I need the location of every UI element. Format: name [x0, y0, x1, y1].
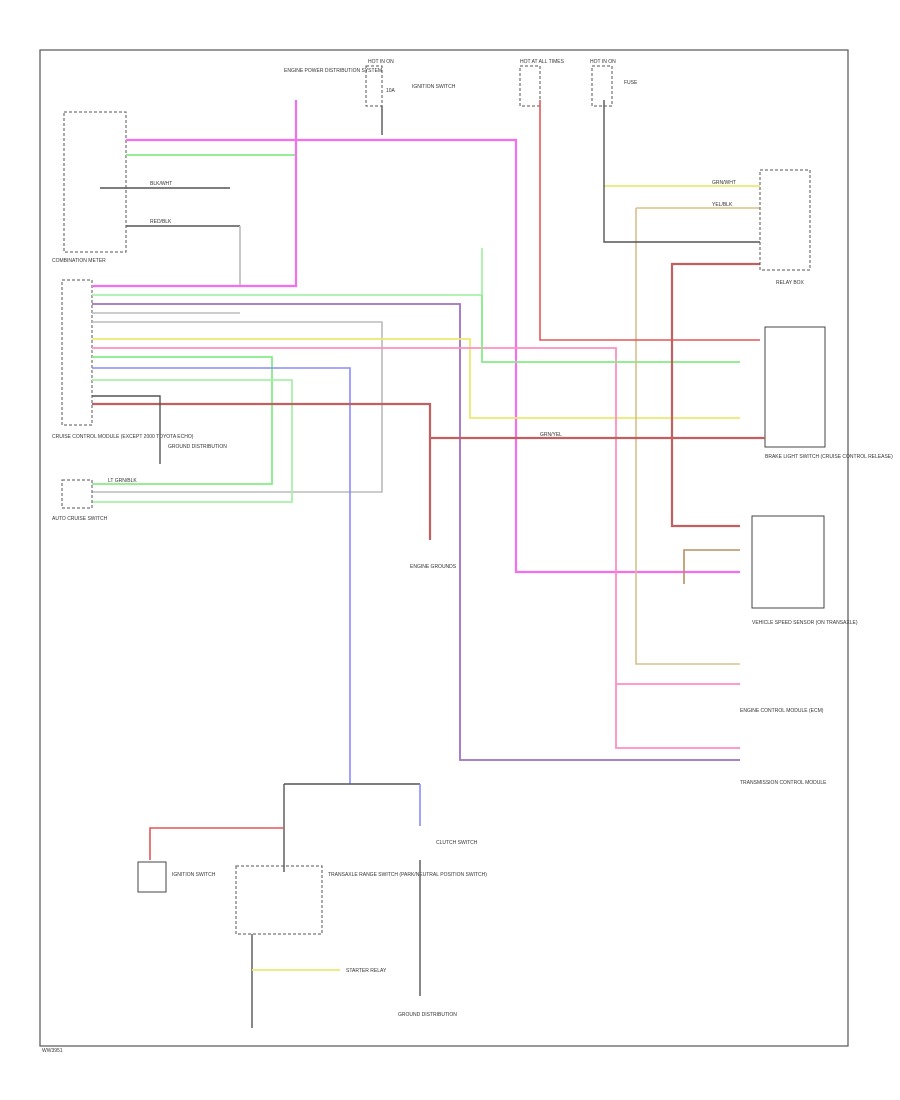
wire-label-yel-blk: YEL/BLK — [712, 202, 733, 208]
wire-label-grn-yel: GRN/YEL — [540, 432, 562, 438]
brake-light-switch — [764, 326, 826, 448]
label-clutch-switch: CLUTCH SWITCH — [436, 840, 478, 846]
label-fuse-15a: FUSE — [624, 80, 638, 86]
transaxle-range-switch — [235, 865, 323, 935]
footer-code: WW3951 — [42, 1048, 63, 1054]
wire-label-grn-wht: GRN/WHT — [712, 180, 736, 186]
ignition-switch-box — [137, 861, 167, 893]
wire-pink-top — [126, 138, 740, 574]
wire-label-red-blk: RED/BLK — [150, 219, 172, 225]
wire-green2-mod — [92, 356, 273, 485]
label-ground-distribution: GROUND DISTRIBUTION — [398, 1012, 457, 1018]
fuse-box-hot-in-on-1 — [365, 65, 383, 107]
wire-red-relay — [670, 262, 760, 528]
wire-violet-mod — [92, 303, 740, 761]
label-ignition-switch: IGNITION SWITCH — [172, 872, 216, 878]
wire-black-relay — [603, 100, 760, 243]
stop-relay — [759, 169, 811, 271]
wire-gray-2 — [92, 321, 383, 493]
label-relay-box: RELAY BOX — [776, 280, 805, 286]
label-tcm: TRANSMISSION CONTROL MODULE — [740, 780, 827, 786]
label-auto-cruise-switch: AUTO CRUISE SWITCH — [52, 516, 108, 522]
wire-green-mod — [92, 248, 483, 296]
wire-green-riser — [481, 295, 740, 363]
wire-red-ignition — [149, 827, 284, 860]
label-starter-relay: STARTER RELAY — [346, 968, 387, 974]
label-vehicle-speed-sensor: VEHICLE SPEED SENSOR (ON TRANSAXLE) — [752, 620, 858, 626]
label-engine-power: ENGINE POWER DISTRIBUTION SYSTEM — [284, 68, 382, 74]
wire-green3-mod — [92, 379, 293, 503]
combination-meter — [63, 111, 127, 253]
label-ecm: ENGINE CONTROL MODULE (ECM) — [740, 708, 824, 714]
cruise-control-module — [61, 279, 93, 426]
wire-black-ground — [92, 395, 161, 464]
label-hot-in-on-2: HOT IN ON — [590, 59, 616, 65]
label-hot-in-on-1: HOT IN ON — [368, 59, 394, 65]
label-ignition-fuse: IGNITION SWITCH — [412, 84, 456, 90]
label-hot-at-all-times: HOT AT ALL TIMES — [520, 59, 565, 65]
wire-brn-vss — [683, 549, 740, 584]
label-transaxle-range-switch: TRANSAXLE RANGE SWITCH (PARK/NEUTRAL POS… — [328, 872, 487, 878]
fuse-box-hot-at-all-times — [519, 65, 541, 107]
auto-cruise-switch — [61, 479, 93, 509]
wire-label-lt-grn-blk: LT GRN/BLK — [108, 478, 137, 484]
fuse-box-hot-in-on-2 — [591, 65, 613, 107]
label-cruise-control-module: CRUISE CONTROL MODULE (EXCEPT 2000 TOYOT… — [52, 434, 194, 440]
wire-label-blk-wht: BLK/WHT — [150, 181, 172, 187]
wire-yel-mod — [92, 338, 740, 419]
label-combination-meter: COMBINATION METER — [52, 258, 106, 264]
diagram-frame — [39, 49, 849, 1047]
label-brake-light-switch: BRAKE LIGHT SWITCH (CRUISE CONTROL RELEA… — [765, 454, 893, 460]
label-ground-module: GROUND DISTRIBUTION — [168, 444, 227, 450]
wire-pink-hot — [539, 100, 760, 341]
wire-tan-relay — [635, 207, 760, 665]
wire-red-mod — [92, 402, 432, 540]
label-fuse-10a: 10A — [386, 88, 396, 94]
vehicle-speed-sensor — [751, 515, 825, 609]
label-engine-ground: ENGINE GROUNDS — [410, 564, 457, 570]
wire-blue-mod — [92, 367, 351, 784]
wire-pink-mod — [92, 140, 298, 288]
wire-pink2-mod — [92, 347, 740, 749]
